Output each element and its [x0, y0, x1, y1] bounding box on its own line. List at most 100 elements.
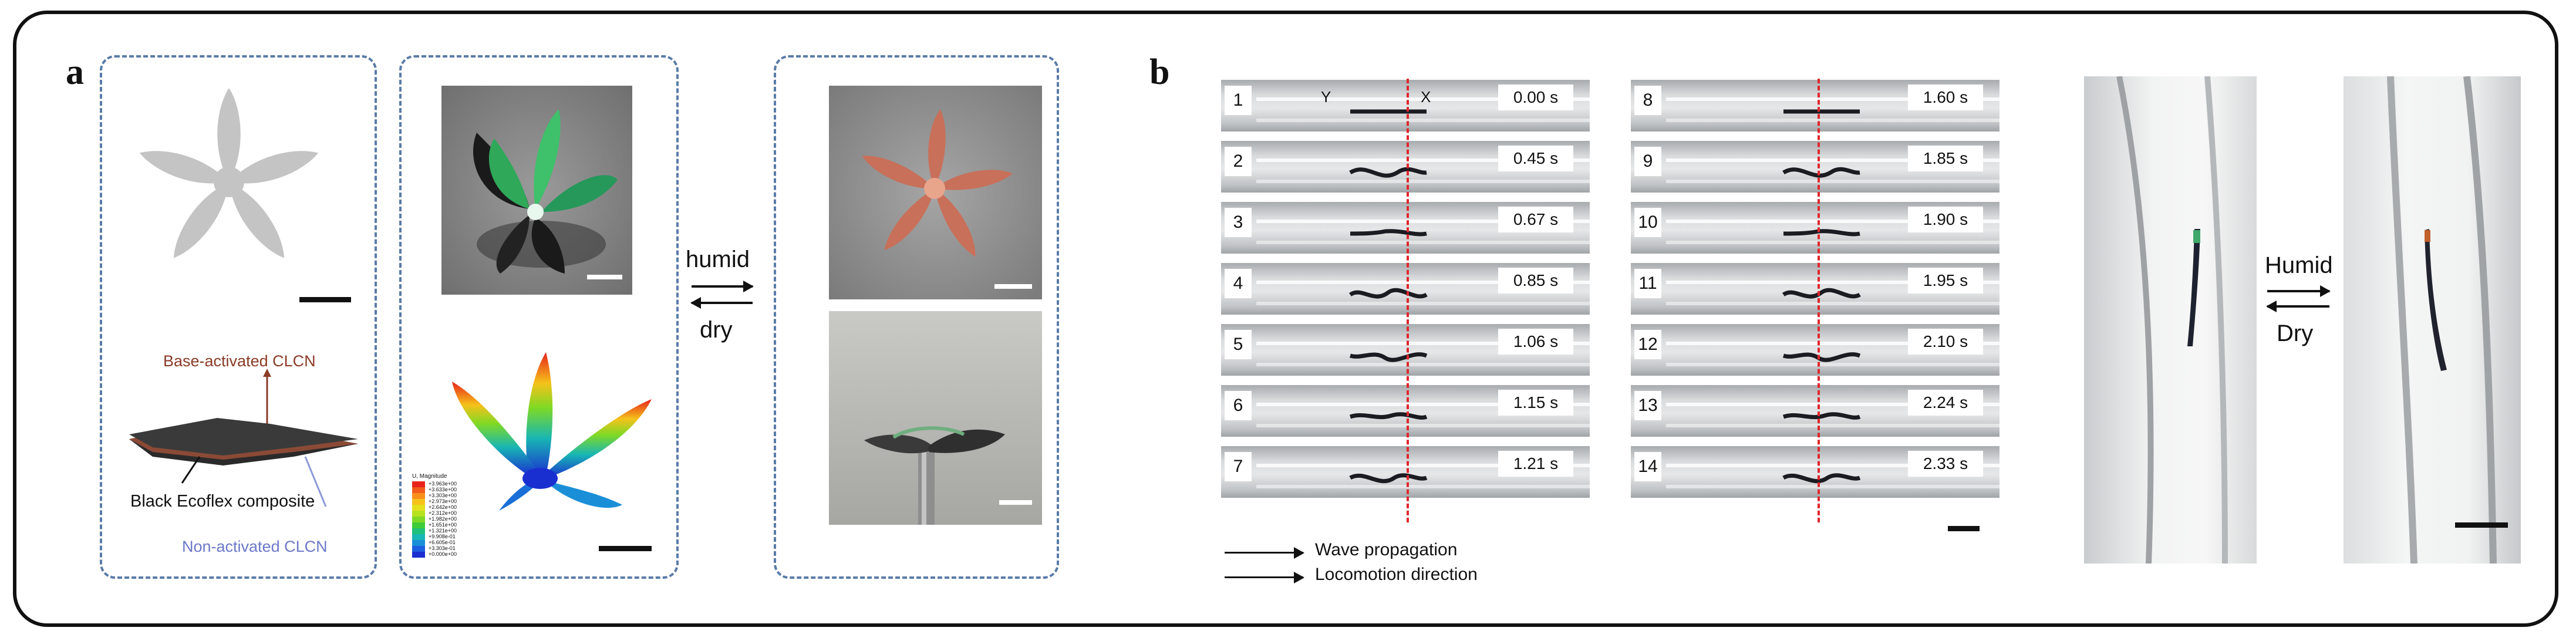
- frame-number: 1: [1225, 86, 1252, 115]
- colorbar-swatch: [412, 522, 425, 528]
- tube-photo-humid: [2084, 76, 2257, 564]
- scale-bar: [587, 275, 622, 279]
- frame-timestamp: 1.06 s: [1498, 329, 1573, 355]
- tube-highlight: [1256, 464, 1590, 467]
- figure-frame: [13, 11, 2558, 627]
- colorbar-tick-label: +1.982e+00: [429, 516, 457, 522]
- colorbar-swatch: [412, 534, 425, 540]
- actuator-body: [1783, 229, 1860, 237]
- frame-timestamp: 0.67 s: [1498, 207, 1573, 232]
- frame-timestamp: 2.10 s: [1908, 329, 1983, 355]
- tube-highlight: [1666, 220, 2000, 223]
- colorbar-tick-label: +6.605e-01: [429, 539, 456, 545]
- backward-arrow-icon: [2266, 301, 2329, 312]
- colorbar-swatch: [412, 540, 425, 546]
- five-petal-star-shape: [139, 88, 319, 258]
- tube-highlight: [1666, 281, 2000, 284]
- tube-highlight: [1666, 180, 2000, 183]
- actuator-body: [1349, 167, 1427, 178]
- frame-number: 2: [1225, 147, 1252, 176]
- tube-highlight: [1666, 342, 2000, 345]
- frame-timestamp: 2.33 s: [1908, 451, 1983, 477]
- colorbar-tick-label: +3.303e-01: [429, 545, 456, 551]
- actuator-wave: [1349, 167, 1427, 178]
- frame-timestamp: 1.85 s: [1908, 146, 1983, 171]
- colorbar-tick-label: +3.303e+00: [429, 492, 457, 498]
- colorbar-tick-label: +3.633e+00: [429, 487, 457, 492]
- displacement-simulation: [452, 352, 652, 511]
- frame-number: 6: [1225, 391, 1252, 420]
- actuator-wave: [1349, 352, 1428, 362]
- actuator-wave: [1349, 412, 1428, 420]
- actuator-body: [1349, 473, 1428, 484]
- actuator-wave: [1349, 473, 1428, 484]
- reference-line: [1818, 79, 1820, 522]
- frame-number: 10: [1634, 208, 1661, 237]
- colorbar-swatch: [412, 552, 425, 558]
- colorbar-tick-label: +3.963e+00: [429, 481, 457, 487]
- actuated-photos-box: [774, 55, 1059, 579]
- frame-timestamp: 1.90 s: [1908, 207, 1983, 232]
- scale-bar: [2455, 522, 2508, 528]
- tube-highlight: [1256, 97, 1590, 101]
- tube-highlight: [1256, 180, 1590, 183]
- frame-number: 12: [1634, 330, 1661, 359]
- dry-label: dry: [700, 317, 733, 343]
- frame-number: 7: [1225, 452, 1252, 481]
- actuator-wave: [1782, 167, 1860, 178]
- schematic-box: [100, 55, 377, 579]
- frame-timestamp: 1.15 s: [1498, 390, 1573, 416]
- actuator-wave: [1350, 109, 1427, 114]
- label-non-activated: Non-activated CLCN: [182, 538, 328, 555]
- reference-line: [1407, 79, 1409, 522]
- scale-bar: [994, 284, 1032, 289]
- flower-on-rod-photo: [829, 311, 1042, 525]
- wave-arrow-icon: [1225, 547, 1304, 559]
- panel-a-letter: a: [66, 52, 84, 92]
- frame-timestamp: 1.95 s: [1908, 268, 1983, 293]
- frame-number: 4: [1225, 269, 1252, 298]
- colorbar-title: U, Magnitude: [412, 473, 447, 480]
- frame-number: 11: [1634, 269, 1661, 298]
- actuator-wave: [1348, 288, 1428, 299]
- actuator-body: [1349, 412, 1428, 420]
- label-base-activated: Base-activated CLCN: [163, 352, 316, 370]
- frame-number: 3: [1225, 208, 1252, 237]
- tube-highlight: [1256, 363, 1590, 366]
- legend-locomotion-direction: Locomotion direction: [1315, 565, 1478, 584]
- tube-highlight: [1256, 158, 1590, 162]
- colorbar-swatch: [412, 493, 425, 499]
- actuator-body: [1782, 288, 1861, 299]
- frame-timestamp: 0.85 s: [1498, 268, 1573, 293]
- tube-highlight: [1256, 119, 1590, 122]
- video-frame: 11 1.95 s: [1631, 263, 2000, 315]
- actuator-body: [1782, 167, 1860, 178]
- tube-highlight: [1666, 464, 2000, 467]
- colorbar-tick-label: +9.908e-01: [429, 534, 456, 539]
- colorbar-tick-label: +2.973e+00: [429, 498, 457, 504]
- colorbar-swatch: [412, 487, 425, 493]
- frame-number: 9: [1634, 147, 1661, 176]
- colorbar-tick-label: +1.321e+00: [429, 528, 457, 534]
- frame-timestamp: 0.45 s: [1498, 146, 1573, 171]
- colorbar-swatch: [412, 505, 425, 511]
- humid-label-b: Humid: [2265, 252, 2333, 278]
- scale-bar: [999, 500, 1032, 505]
- colorbar-swatch: [412, 481, 425, 487]
- actuator-body: [1348, 288, 1428, 299]
- video-frame: 10 1.90 s: [1631, 202, 2000, 254]
- colorbar-swatch: [412, 511, 425, 517]
- tube-highlight: [1256, 241, 1590, 244]
- tube-highlight: [1666, 158, 2000, 162]
- tube-highlight: [1256, 302, 1590, 305]
- frame-number: 13: [1634, 391, 1661, 420]
- photo-and-simulation-box: [399, 55, 679, 579]
- forward-arrow-icon: [2267, 285, 2331, 297]
- bilayer-schematic: [129, 369, 358, 507]
- tube-highlight: [1666, 241, 2000, 244]
- tube-highlight: [1256, 220, 1590, 223]
- actuator-body: [1782, 412, 1861, 420]
